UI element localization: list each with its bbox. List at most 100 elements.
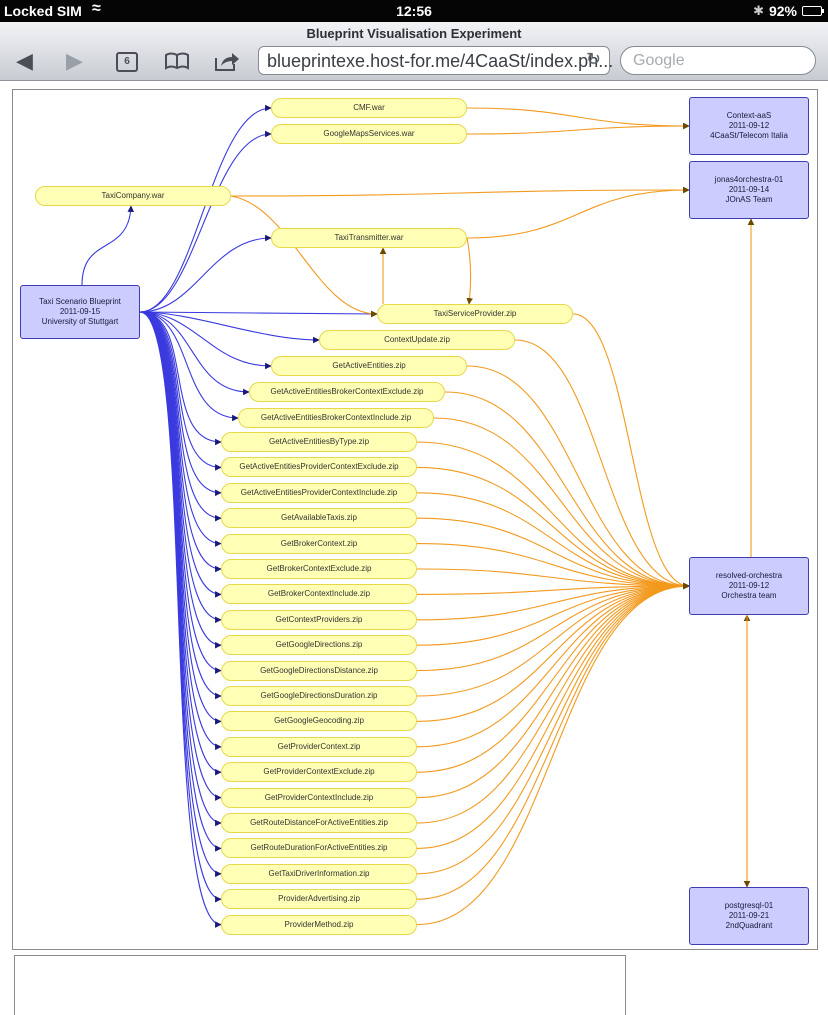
- environment-node-line: 2011-09-14: [728, 185, 770, 194]
- search-placeholder: Google: [633, 52, 685, 69]
- artifact-node[interactable]: GetBrokerContextExclude.zip: [221, 559, 417, 579]
- environment-node-line: 2011-09-12: [728, 121, 770, 130]
- artifact-node[interactable]: GetRouteDurationForActiveEntities.zip: [221, 838, 417, 859]
- blueprint-edge: [139, 311, 222, 446]
- search-input[interactable]: Google: [620, 46, 816, 75]
- deployment-edge: [572, 313, 690, 590]
- blueprint-edge: [139, 310, 378, 318]
- artifact-node[interactable]: GetGoogleDirectionsDuration.zip: [221, 686, 417, 706]
- artifact-node[interactable]: GoogleMapsServices.war: [271, 124, 467, 144]
- blueprint-edge: [139, 234, 272, 313]
- artifact-node[interactable]: TaxiServiceProvider.zip: [377, 304, 573, 324]
- battery-icon: [802, 6, 824, 16]
- artifact-node[interactable]: GetGoogleGeocoding.zip: [221, 711, 417, 732]
- wifi-icon: ≈: [92, 0, 101, 17]
- environment-node-line: postgresql-01: [724, 901, 774, 910]
- deployment-edge: [416, 582, 690, 900]
- status-bar: Locked SIM ≈ 12:56 ✱ 92%: [0, 0, 828, 22]
- artifact-node[interactable]: ProviderMethod.zip: [221, 914, 417, 935]
- artifact-node[interactable]: TaxiCompany.war: [35, 186, 231, 206]
- artifact-node[interactable]: GetRouteDistanceForActiveEntities.zip: [221, 813, 417, 833]
- deployment-edge: [416, 582, 690, 621]
- back-arrow-icon[interactable]: ◀: [16, 48, 33, 73]
- artifact-node[interactable]: GetActiveEntities.zip: [271, 356, 467, 376]
- bluetooth-icon: ✱: [753, 3, 764, 18]
- deployment-edge: [416, 441, 690, 590]
- artifact-node[interactable]: GetGoogleDirectionsDistance.zip: [221, 660, 417, 681]
- artifact-node[interactable]: ProviderAdvertising.zip: [221, 889, 417, 910]
- deployment-edge: [416, 582, 690, 697]
- artifact-node[interactable]: GetProviderContextExclude.zip: [221, 762, 417, 783]
- artifact-node[interactable]: GetActiveEntitiesBrokerContextInclude.zi…: [238, 408, 434, 428]
- environment-node-line: Taxi Scenario Blueprint: [39, 297, 121, 306]
- artifact-node[interactable]: GetActiveEntitiesProviderContextExclude.…: [221, 457, 417, 478]
- forward-arrow-icon[interactable]: ▶: [66, 48, 83, 73]
- secondary-frame: [14, 955, 626, 1015]
- deployment-edge: [466, 122, 690, 135]
- blueprint-edge: [139, 130, 272, 313]
- environment-node-line: University of Stuttgart: [41, 317, 119, 326]
- deployment-edge: [444, 391, 690, 590]
- artifact-node[interactable]: GetActiveEntitiesProviderContextInclude.…: [221, 482, 417, 503]
- page-title: Blueprint Visualisation Experiment: [306, 26, 522, 41]
- artifact-node[interactable]: GetProviderContext.zip: [221, 736, 417, 757]
- environment-node-line: 2011-09-21: [728, 911, 770, 920]
- blueprint-edge: [139, 311, 222, 928]
- deployment-edge: [416, 582, 690, 773]
- artifact-node[interactable]: TaxiTransmitter.war: [271, 228, 467, 248]
- deployment-edge: [416, 517, 690, 590]
- deployment-edge: [466, 365, 690, 590]
- deployment-edge: [416, 582, 690, 849]
- battery-percent: 92%: [768, 3, 797, 19]
- blueprint-edge: [139, 311, 239, 422]
- deployment-edge: [416, 582, 690, 824]
- blueprint-edge: [81, 205, 135, 286]
- tabs-button[interactable]: 6: [116, 52, 138, 72]
- dependency-edge: [230, 195, 378, 318]
- carrier-label: Locked SIM: [4, 3, 82, 19]
- blueprint-edge: [139, 311, 222, 674]
- artifact-node[interactable]: GetBrokerContext.zip: [221, 533, 417, 554]
- bookmarks-book-icon[interactable]: [164, 52, 190, 70]
- deployment-edge: [416, 466, 690, 590]
- deployment-edge: [416, 582, 690, 748]
- url-field[interactable]: blueprintexe.host-for.me/4CaaSt/index.ph…: [258, 46, 614, 75]
- deployment-edge: [416, 582, 690, 875]
- artifact-node[interactable]: ContextUpdate.zip: [319, 330, 515, 350]
- edge-layer: [81, 104, 755, 928]
- share-icon[interactable]: [214, 50, 240, 72]
- artifact-node[interactable]: CMF.war: [271, 98, 467, 118]
- artifact-node[interactable]: GetContextProviders.zip: [221, 609, 417, 630]
- deployment-edge: [416, 582, 690, 672]
- artifact-node[interactable]: GetBrokerContextInclude.zip: [221, 584, 417, 605]
- deployment-edge: [416, 582, 690, 722]
- blueprint-edge: [139, 311, 272, 370]
- environment-node-line: 2011-09-12: [728, 581, 770, 590]
- artifact-node[interactable]: GetTaxiDriverInformation.zip: [221, 863, 417, 884]
- artifact-node[interactable]: GetAvailableTaxis.zip: [221, 508, 417, 529]
- deployment-edge: [416, 582, 690, 595]
- blueprint-edge: [139, 311, 320, 344]
- reload-icon[interactable]: ↻: [585, 49, 601, 69]
- artifact-node[interactable]: GetActiveEntitiesBrokerContextExclude.zi…: [249, 382, 445, 402]
- url-text: blueprintexe.host-for.me/4CaaSt/index.ph…: [267, 51, 614, 71]
- environment-node-line: 4CaaSt/Telecom Italia: [710, 131, 788, 140]
- deployment-edge: [416, 568, 690, 590]
- deployment-edge: [416, 492, 690, 590]
- artifact-node[interactable]: GetActiveEntitiesByType.zip: [221, 432, 417, 452]
- environment-node-line: JOnAS Team: [725, 195, 773, 204]
- deployment-edge: [466, 107, 690, 130]
- blueprint-edge: [139, 311, 250, 396]
- deployment-edge: [416, 543, 690, 590]
- clock: 12:56: [396, 3, 432, 19]
- artifact-node[interactable]: GetGoogleDirections.zip: [221, 635, 417, 656]
- environment-node-line: jonas4orchestra-01: [714, 175, 784, 184]
- artifact-node[interactable]: GetProviderContextInclude.zip: [221, 787, 417, 808]
